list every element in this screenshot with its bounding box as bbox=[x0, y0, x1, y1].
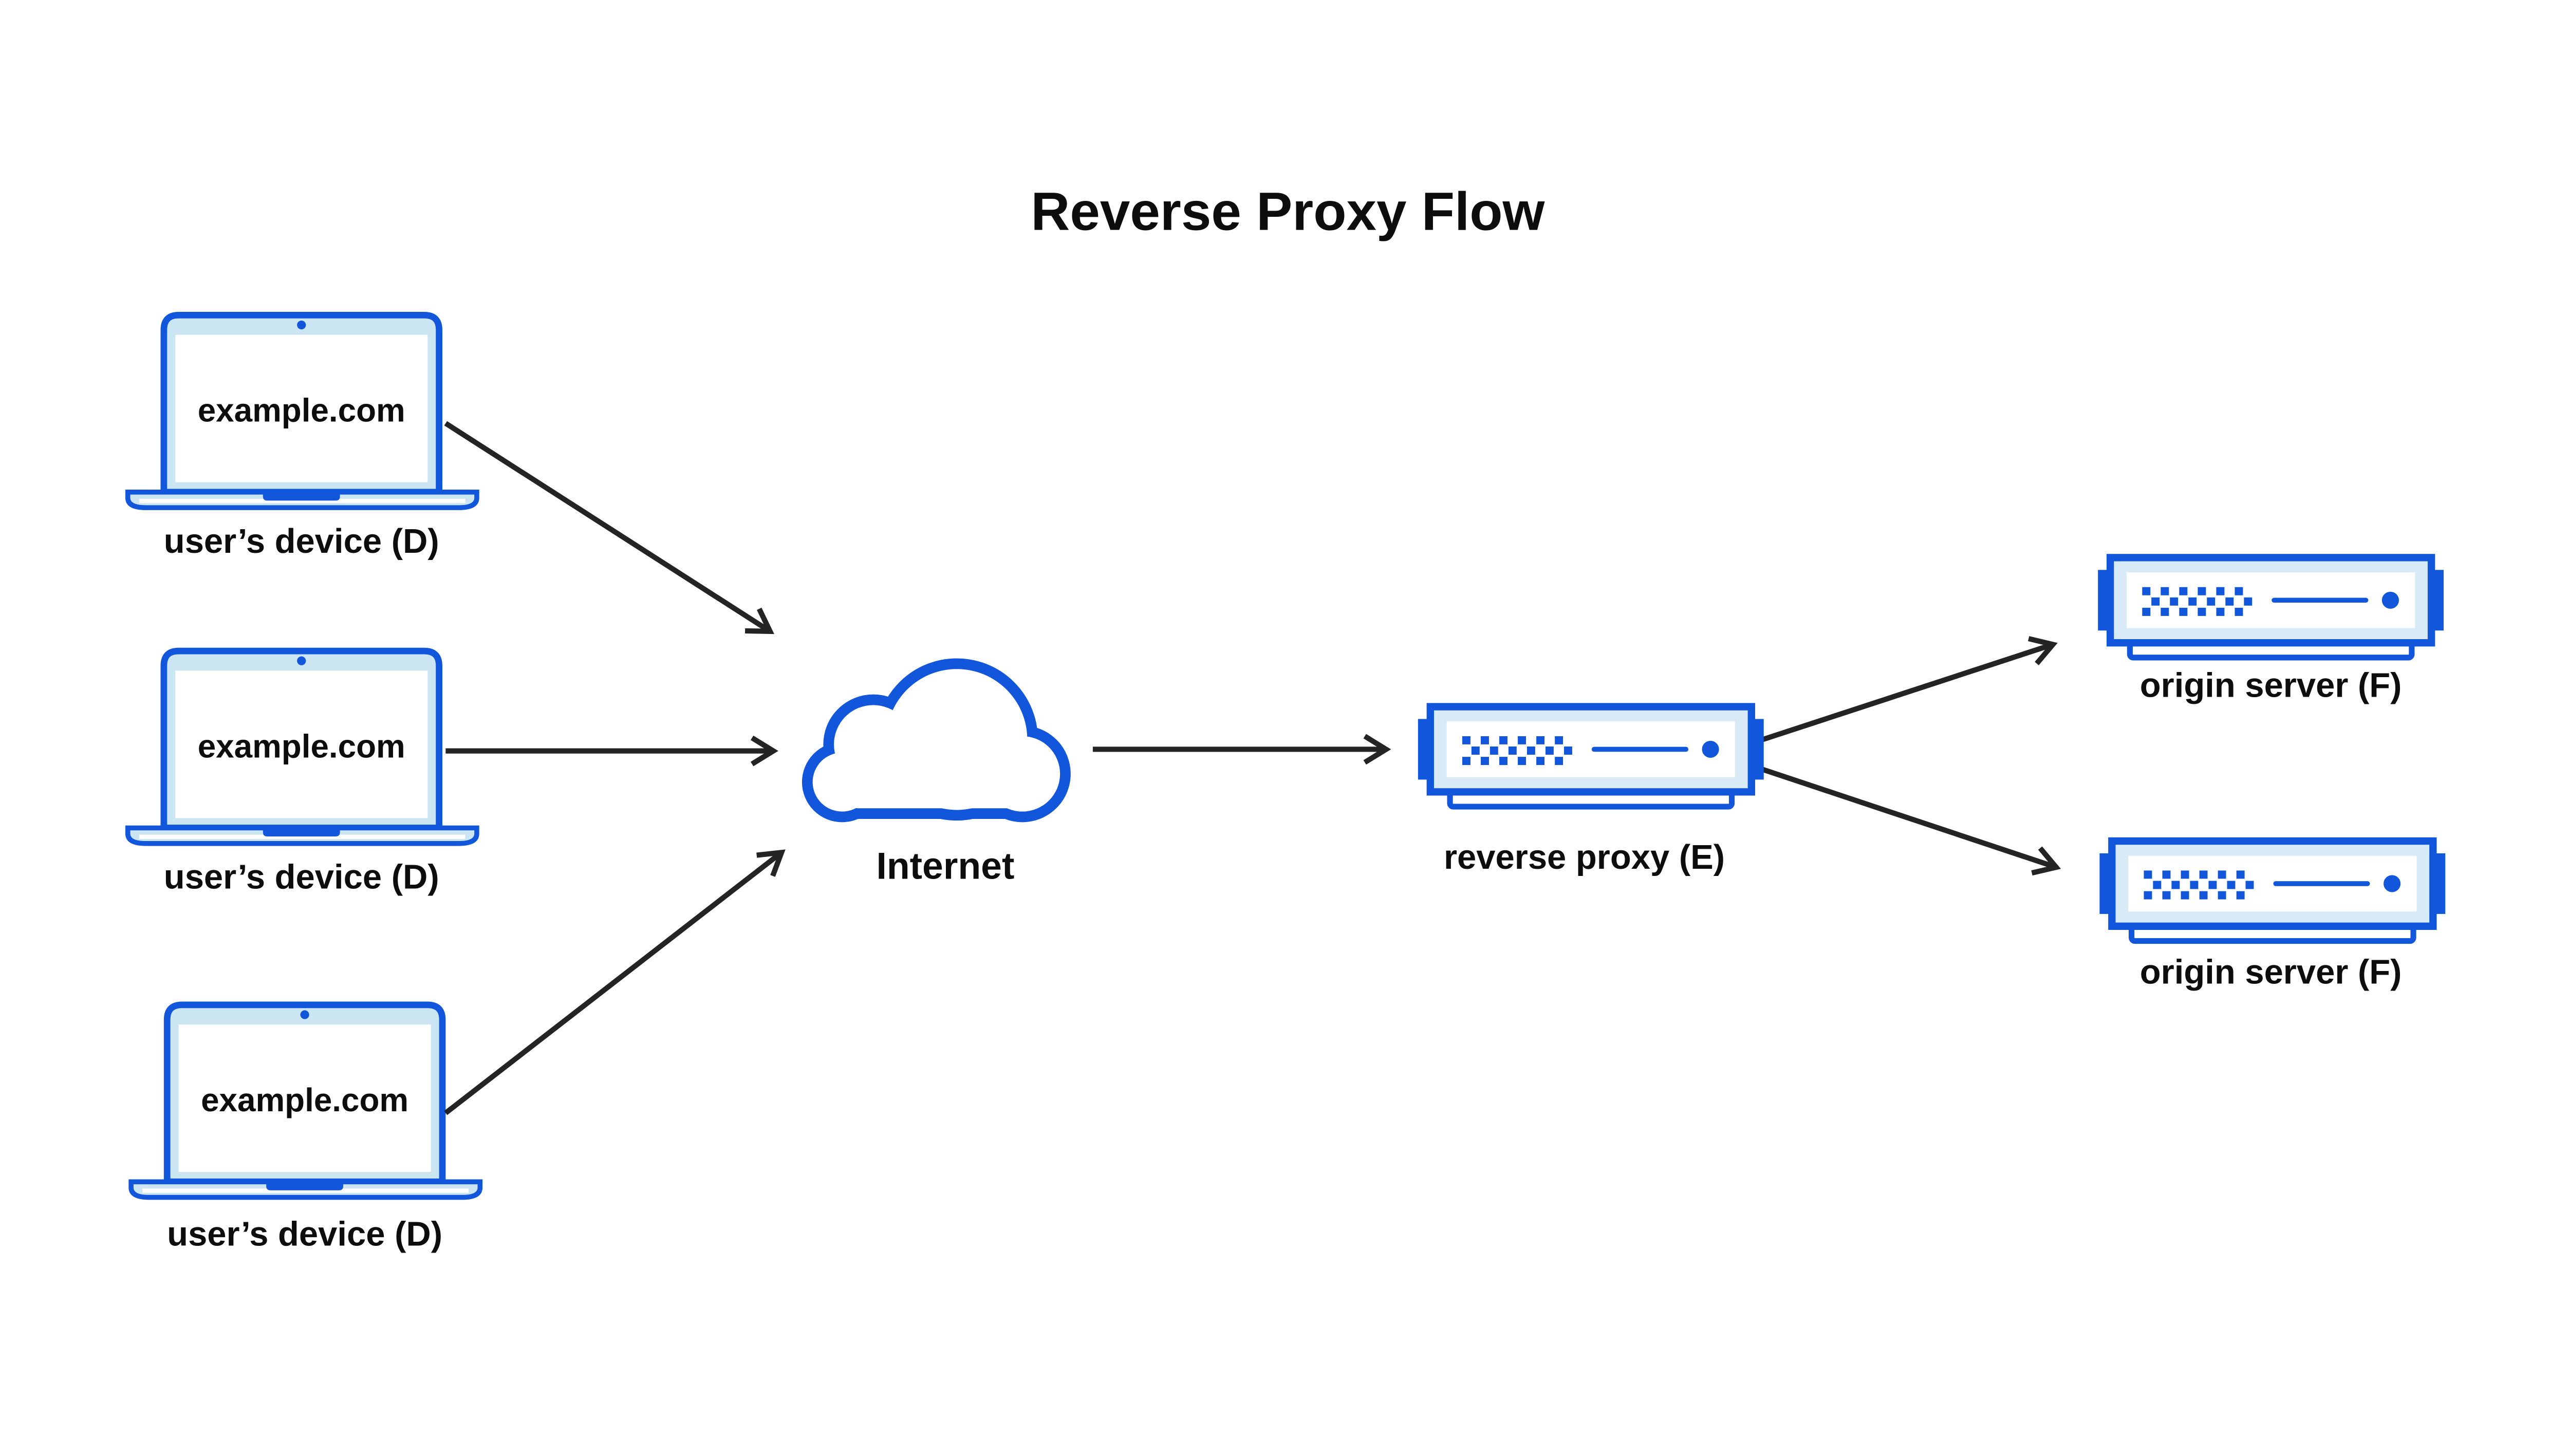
arrow-device3-to-internet bbox=[444, 849, 786, 1115]
server-icon bbox=[1418, 707, 1764, 807]
user-device-1: example.com user’s device (D) bbox=[128, 315, 477, 561]
user-device-3: example.com user’s device (D) bbox=[131, 1005, 480, 1254]
server-icon bbox=[2098, 557, 2444, 658]
cloud-icon bbox=[802, 658, 1071, 823]
arrow-device1-to-internet bbox=[444, 421, 774, 634]
diagram-title: Reverse Proxy Flow bbox=[1031, 182, 1545, 242]
reverse-proxy: reverse proxy (E) bbox=[1418, 707, 1764, 876]
device-label: user’s device (D) bbox=[167, 1215, 442, 1254]
reverse-proxy-label: reverse proxy (E) bbox=[1444, 838, 1725, 876]
device-label: user’s device (D) bbox=[164, 522, 439, 561]
origin-server-label: origin server (F) bbox=[2140, 953, 2402, 991]
origin-server-label: origin server (F) bbox=[2140, 666, 2402, 704]
device-screen-url: example.com bbox=[198, 727, 405, 764]
internet: Internet bbox=[802, 658, 1071, 887]
origin-server-1: origin server (F) bbox=[2098, 557, 2444, 704]
arrow-reverse-proxy-to-origin1 bbox=[1762, 636, 2058, 742]
origin-server-2: origin server (F) bbox=[2099, 841, 2445, 991]
server-icon bbox=[2099, 841, 2445, 941]
device-label: user’s device (D) bbox=[164, 858, 439, 897]
device-screen-url: example.com bbox=[198, 392, 405, 429]
arrow-reverse-proxy-to-origin2 bbox=[1760, 766, 2061, 876]
device-screen-url: example.com bbox=[201, 1081, 408, 1118]
user-device-2: example.com user’s device (D) bbox=[128, 651, 477, 896]
internet-label: Internet bbox=[876, 845, 1014, 887]
